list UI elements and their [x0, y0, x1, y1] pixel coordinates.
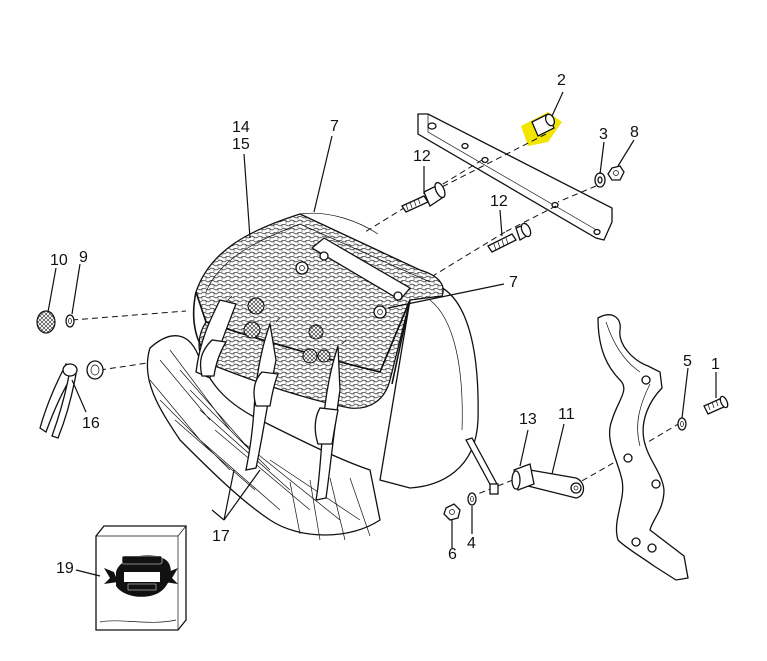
washer-part-5[interactable] — [677, 417, 687, 431]
nut-part-6[interactable] — [443, 503, 461, 521]
callout-16: 16 — [82, 415, 100, 432]
callout-12-lower: 12 — [490, 193, 508, 210]
leader-lines — [47, 91, 717, 577]
stud-part-13[interactable] — [511, 463, 535, 491]
callout-labels: 2 3 8 12 12 7 14 15 7 10 9 16 17 13 11 5… — [50, 72, 720, 577]
callout-6: 6 — [448, 546, 457, 563]
arm-part-11[interactable] — [527, 469, 585, 499]
callout-7-lower: 7 — [509, 274, 518, 291]
saddlebag — [146, 212, 499, 541]
callout-4: 4 — [467, 535, 476, 552]
callout-3: 3 — [599, 126, 608, 143]
callout-8: 8 — [630, 124, 639, 141]
bolt-part-12-lower[interactable] — [487, 222, 533, 253]
callout-9: 9 — [79, 249, 88, 266]
callout-14: 14 — [232, 119, 250, 136]
callout-5: 5 — [683, 353, 692, 370]
nut-part-8[interactable] — [607, 165, 625, 181]
washer-part-9[interactable] — [65, 314, 75, 328]
washer-part-4[interactable] — [467, 492, 477, 506]
washer-part-3[interactable] — [594, 172, 606, 188]
mounting-bracket — [597, 314, 689, 581]
callout-7-upper: 7 — [330, 118, 339, 135]
callout-11: 11 — [558, 406, 575, 423]
genuine-motor-parts-logo — [104, 555, 178, 597]
callout-10: 10 — [50, 252, 68, 269]
callout-15: 15 — [232, 136, 250, 153]
parts-box-19[interactable] — [95, 525, 187, 631]
strap-part-16[interactable] — [39, 362, 78, 439]
spacer-part-2[interactable] — [521, 112, 562, 146]
mounting-rail — [417, 113, 613, 241]
callout-13: 13 — [519, 411, 537, 428]
callout-2: 2 — [557, 72, 566, 89]
callout-1: 1 — [711, 356, 720, 373]
bolt-part-12-upper[interactable] — [401, 181, 447, 213]
callout-17: 17 — [212, 528, 230, 545]
callout-19: 19 — [56, 560, 74, 577]
knob-part-10[interactable] — [36, 310, 56, 334]
bolt-part-1[interactable] — [703, 395, 729, 415]
grommet-part-16b[interactable] — [86, 360, 104, 380]
callout-12-upper: 12 — [413, 148, 431, 165]
